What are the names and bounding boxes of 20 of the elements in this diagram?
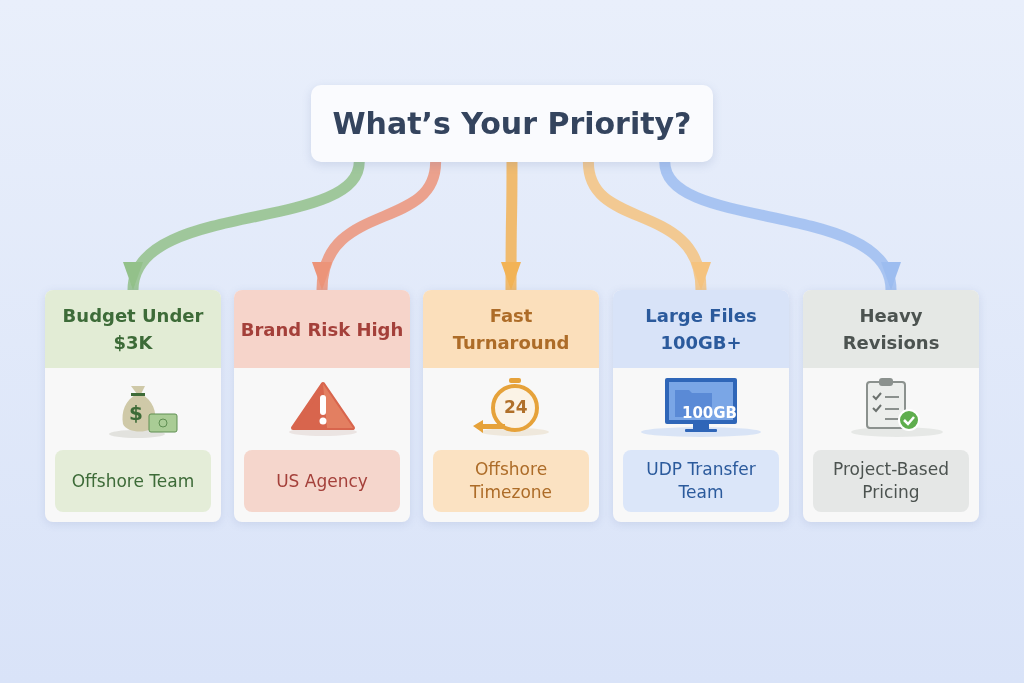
icon-label: $: [129, 401, 143, 425]
option-card: [803, 290, 979, 522]
option-card: [423, 290, 599, 522]
option-card: [613, 290, 789, 522]
card-header: Heavy Revisions: [803, 290, 979, 368]
answer-box: Project-Based Pricing: [813, 450, 969, 512]
answer-box: Offshore Timezone: [433, 450, 589, 512]
card-header: Brand Risk High: [234, 290, 410, 368]
card-header: Large Files 100GB+: [613, 290, 789, 368]
icon-label: 100GB: [682, 404, 738, 422]
answer-box: Offshore Team: [55, 450, 211, 512]
card-header: Budget Under $3K: [45, 290, 221, 368]
card-header: Fast Turnaround: [423, 290, 599, 368]
arrow: [501, 162, 522, 290]
answer-box: US Agency: [244, 450, 400, 512]
icon-label: 24: [504, 397, 528, 417]
option-card: [45, 290, 221, 522]
title-box: What’s Your Priority?: [311, 85, 713, 162]
answer-box: UDP Transfer Team: [623, 450, 779, 512]
option-card: [234, 290, 410, 522]
